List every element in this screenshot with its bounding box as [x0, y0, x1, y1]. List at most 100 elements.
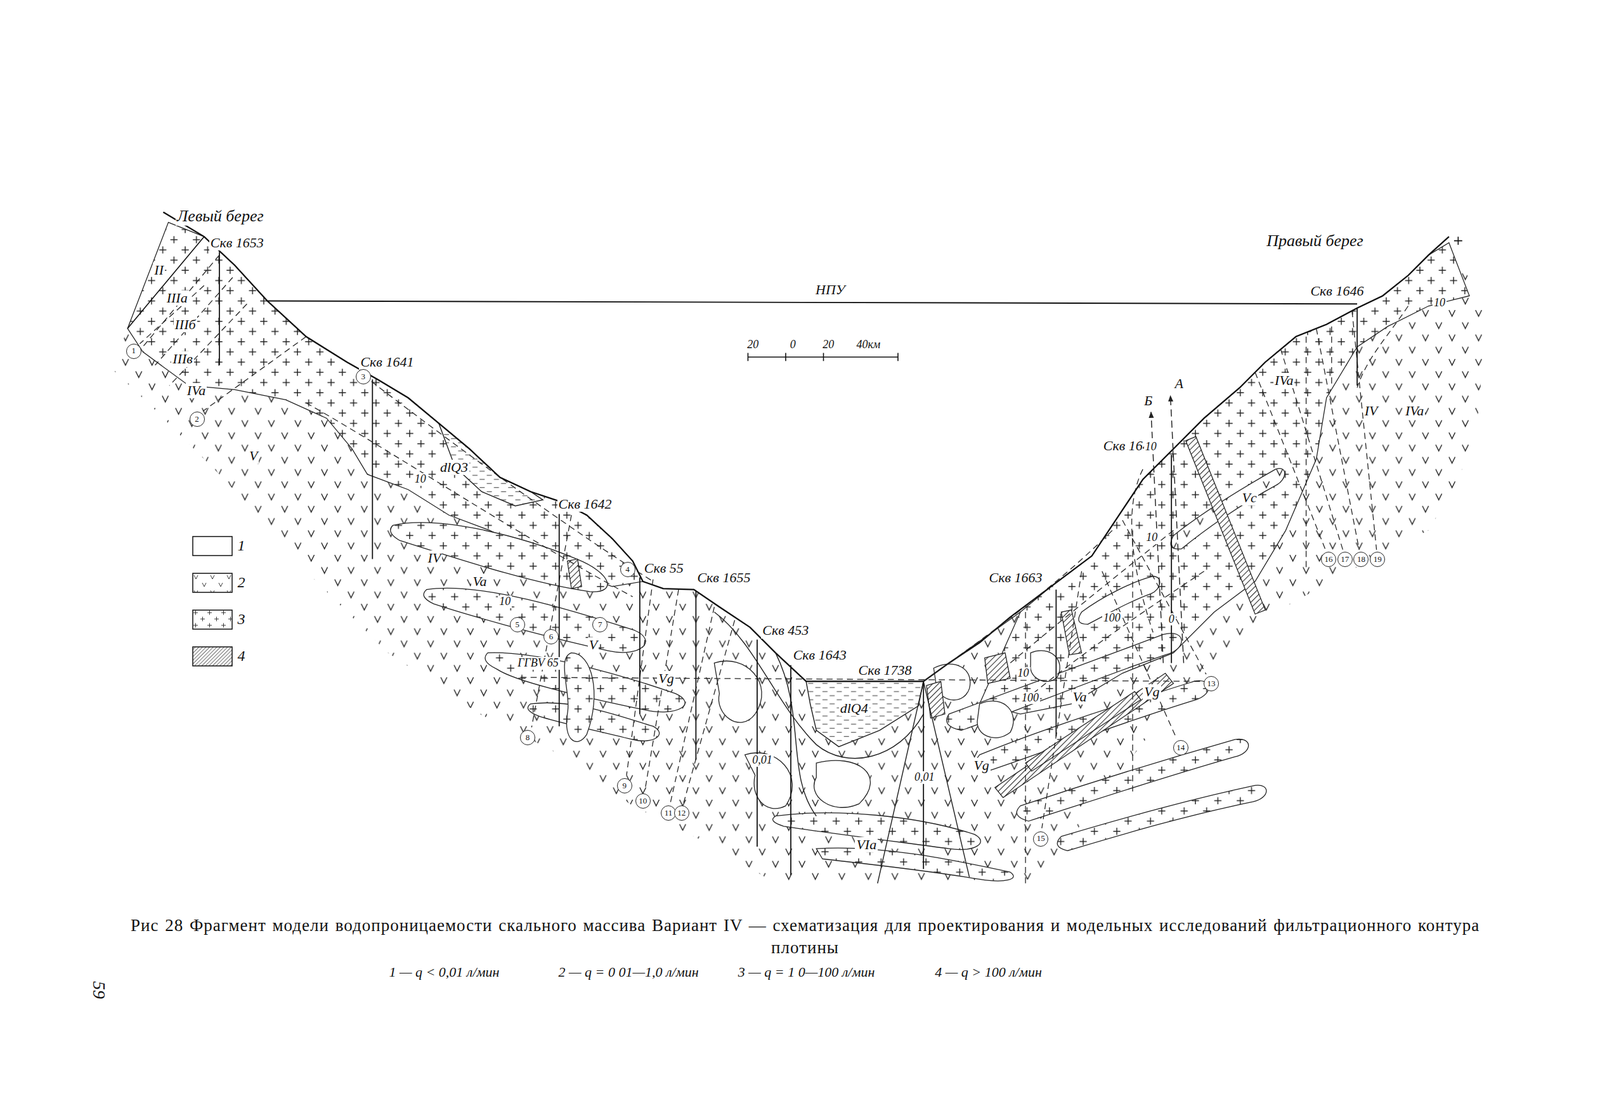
structural-line: [683, 620, 735, 803]
legend-swatch: [192, 609, 233, 630]
legend-item: 3: [192, 609, 246, 630]
fault-zone: [926, 681, 945, 718]
borehole: [790, 665, 792, 876]
zone-label: Va: [471, 573, 488, 590]
fault-zone: [995, 673, 1174, 798]
isoline: [1010, 530, 1174, 663]
legend-swatch-fill: [192, 536, 233, 556]
borehole: [218, 251, 221, 366]
zone-boundary: [169, 303, 247, 386]
fault-zone: [1185, 436, 1266, 614]
callout-number: 3: [355, 369, 371, 385]
legend-swatch: [192, 535, 233, 557]
structural-line: [1102, 571, 1177, 739]
structural-line: [1316, 328, 1360, 550]
value-label: 10: [413, 473, 428, 486]
zone-label: dlQ4: [839, 700, 870, 716]
callout-number: 6: [543, 629, 559, 645]
isoline: [1020, 571, 1205, 704]
callout-number: 8: [520, 729, 536, 746]
value-label: ГГВV 65: [516, 656, 560, 670]
zone-label: dlQ3: [438, 459, 470, 475]
value-label: 10: [1432, 296, 1447, 310]
borehole-label: Скв 1655: [695, 570, 752, 586]
callout-number: 15: [1033, 831, 1049, 847]
borehole-label: Скв 1642: [557, 496, 614, 512]
callout-number: 1: [126, 343, 142, 359]
structural-line: [670, 606, 715, 803]
borehole: [1170, 454, 1172, 663]
structural-line: [1352, 311, 1377, 550]
structural-line: [139, 285, 204, 344]
zone-label: Vg: [1142, 684, 1161, 700]
borehole-label: Скв 1643: [792, 647, 848, 663]
callout-number: 19: [1369, 551, 1386, 567]
tight-cell: [814, 760, 871, 808]
legend-swatch: [192, 572, 233, 593]
zone-label: IVa: [1404, 403, 1425, 419]
legend-item: 1: [192, 535, 246, 557]
value-label: 100: [1020, 691, 1041, 705]
callout-number: 4: [620, 561, 636, 578]
borehole-label: Скв 55: [643, 560, 685, 576]
legend-swatch-fill: [192, 573, 233, 593]
value-label: 0,01: [750, 754, 774, 767]
zone-label: IIIа: [165, 290, 189, 306]
borehole: [695, 590, 697, 760]
callout-number: 2: [189, 411, 205, 427]
zone-label: Va: [1071, 689, 1089, 705]
value-label: 20: [745, 338, 760, 352]
legend-note: 3 — q = 1 0—100 л/мин: [736, 964, 877, 980]
callout-number: 14: [1173, 740, 1189, 756]
borehole: [1356, 308, 1358, 386]
value-label: 0: [1167, 613, 1176, 626]
borehole: [558, 514, 560, 727]
legend-item: 4: [192, 646, 246, 667]
structural-line: [644, 589, 679, 791]
rock-lens: [1078, 576, 1160, 625]
figure-caption: Рис 28 Фрагмент модели водопроницаемости…: [130, 914, 1480, 959]
borehole-label: Скв 1646: [1308, 282, 1365, 299]
borehole: [756, 639, 758, 847]
borehole: [1055, 589, 1057, 737]
legend-item: 2: [192, 572, 246, 593]
bank-label: Левый берег: [175, 207, 266, 226]
value-label: 10: [497, 595, 512, 609]
tight-cell: [714, 660, 762, 723]
value-label: 10: [1144, 440, 1158, 454]
borehole-label: Скв 1641: [358, 354, 415, 370]
zone-boundary: [127, 236, 205, 329]
permeable-lens: [1057, 785, 1267, 851]
fault-zone: [1060, 610, 1082, 656]
zone-boundary: [142, 254, 220, 347]
legend-label: 3: [237, 610, 246, 628]
value-label: 100: [1102, 611, 1122, 625]
scale-bar: [747, 352, 898, 361]
isoline: [1357, 306, 1408, 389]
zone-label: IIIб: [173, 317, 198, 333]
callout-number: 7: [592, 617, 608, 633]
permeable-zone: [979, 242, 1470, 715]
plus-mark: [1454, 236, 1463, 245]
page-number: 59: [89, 979, 110, 1001]
ground-surface: [162, 212, 1449, 682]
borehole-label: НПУ: [814, 282, 847, 298]
borehole-label: Скв 1738: [857, 662, 914, 678]
borehole-label: Скв 1653: [209, 235, 266, 251]
isoline: [948, 530, 1112, 663]
legend-swatch-fill: [192, 610, 233, 630]
bank-label: Правый берег: [1265, 231, 1365, 250]
structural-line: [1122, 520, 1207, 675]
borehole-label: Скв 1663: [988, 570, 1044, 586]
legend-note: 4 — q > 100 л/мин: [933, 964, 1044, 980]
callout-number: 12: [674, 805, 690, 821]
legend-note: 2 — q = 0 01—1,0 л/мин: [557, 964, 701, 980]
structural-line: [202, 336, 307, 411]
structural-line: [1305, 336, 1307, 572]
zone-label: IV: [426, 550, 443, 566]
tight-cell: [977, 700, 1014, 738]
permeable-zone: [127, 222, 644, 587]
zone-label: V: [587, 637, 599, 653]
fault-zone: [567, 558, 583, 589]
permeable-lens: [816, 847, 1014, 881]
